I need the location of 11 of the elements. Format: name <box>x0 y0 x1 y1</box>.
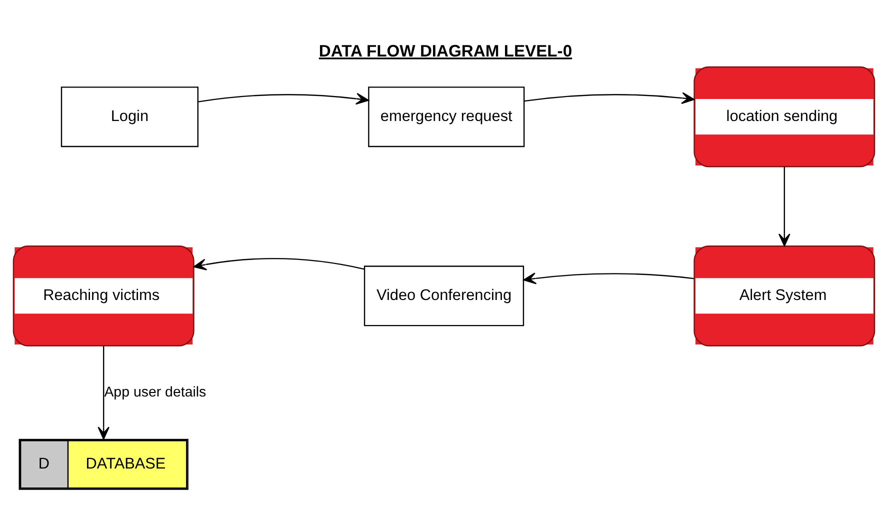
edge-label: App user details <box>104 384 206 400</box>
node-box: Video Conferencing <box>364 266 524 326</box>
arrow <box>198 92 369 105</box>
node-box: emergency request <box>368 86 525 148</box>
arrow <box>98 346 110 440</box>
node-box: Login <box>60 86 198 148</box>
arrow <box>193 258 365 270</box>
arrow <box>778 166 790 246</box>
arrow <box>523 272 694 284</box>
arrow <box>524 92 695 104</box>
diagram-title: DATA FLOW DIAGRAM LEVEL-0 <box>318 42 572 61</box>
